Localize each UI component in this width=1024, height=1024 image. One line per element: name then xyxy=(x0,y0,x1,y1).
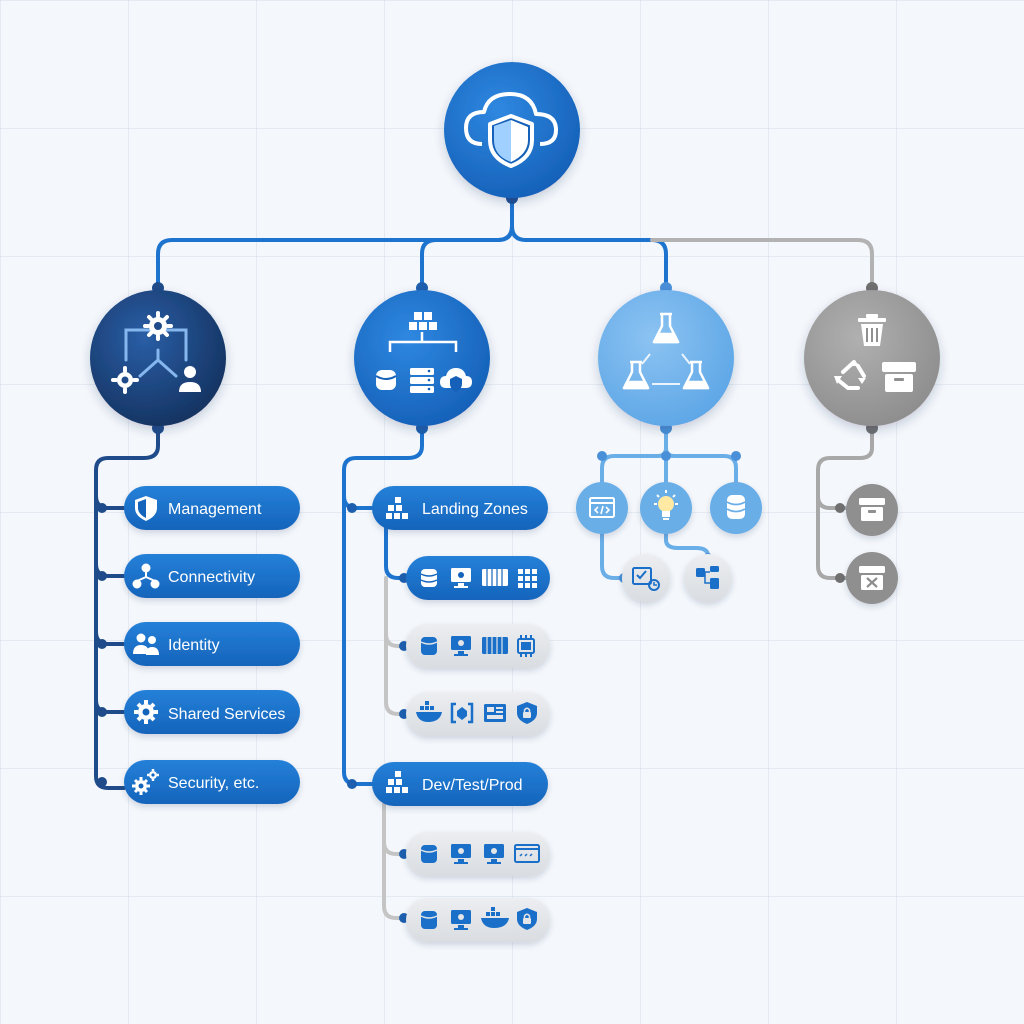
grid-icon xyxy=(518,569,537,588)
landing-zones-pill[interactable]: Landing Zones xyxy=(372,486,548,530)
root-to-sandbox-connector xyxy=(510,224,668,292)
decommissioned-child-delete[interactable] xyxy=(846,552,898,604)
root-to-landing-connector xyxy=(420,224,514,292)
security-label: Security, etc. xyxy=(168,775,259,792)
platform-node[interactable] xyxy=(90,290,226,426)
decommissioned-node[interactable] xyxy=(804,290,940,426)
flasks-icon xyxy=(622,312,710,390)
container-icon xyxy=(416,701,442,722)
landing-resource-row-1[interactable] xyxy=(406,556,550,600)
monitor-icon xyxy=(451,910,471,930)
sandbox-sub-right-connector xyxy=(664,532,710,560)
storage-icon xyxy=(482,637,508,654)
dev-resource-row-1[interactable] xyxy=(406,832,550,876)
sandbox-child-code[interactable] xyxy=(576,482,628,534)
sandbox-subchild-flow[interactable] xyxy=(684,554,732,602)
landing-zones-label: Landing Zones xyxy=(422,501,528,518)
gears-icon xyxy=(132,769,159,795)
code-window-icon xyxy=(514,844,540,863)
platform-items: Management Connectivity Identity xyxy=(124,486,300,804)
dev-test-prod-label: Dev/Test/Prod xyxy=(422,777,522,794)
connectivity-label: Connectivity xyxy=(168,569,255,586)
shield-icon xyxy=(135,496,157,521)
decommissioned-tick xyxy=(816,494,848,510)
shield-lock-icon xyxy=(517,908,537,930)
decommissioned-items xyxy=(846,484,898,604)
sandbox-subchild-checklist[interactable] xyxy=(622,554,670,602)
monitor-icon xyxy=(451,636,471,656)
shared-services-pill[interactable]: Shared Services xyxy=(124,690,300,734)
sandbox-node[interactable] xyxy=(598,290,734,426)
identity-pill[interactable]: Identity xyxy=(124,622,300,666)
devtest-sub-tick xyxy=(382,840,408,856)
storage-icon xyxy=(482,569,508,586)
landing-zones-node[interactable] xyxy=(354,290,490,426)
management-pill[interactable]: Management xyxy=(124,486,300,530)
root-node[interactable] xyxy=(444,62,580,198)
flow-diagram-icon xyxy=(696,566,719,589)
root-trunk-connector xyxy=(156,194,514,292)
landing-sub-tick-gray xyxy=(384,632,408,648)
dev-test-prod-pill[interactable]: Dev/Test/Prod xyxy=(372,762,548,806)
decommissioned-child-archive[interactable] xyxy=(846,484,898,536)
sandbox-sub-left-connector xyxy=(600,532,626,580)
cloud-shield-icon xyxy=(464,92,558,168)
code-brackets-icon xyxy=(450,702,474,724)
chip-icon xyxy=(517,635,535,657)
decommissioned-branch-connector xyxy=(816,426,874,580)
code-window-icon xyxy=(589,497,615,518)
checklist-chart-icon xyxy=(632,567,660,591)
lightbulb-icon xyxy=(654,490,678,520)
shield-lock-icon xyxy=(517,702,537,724)
monitor-icon xyxy=(451,844,471,864)
hierarchy-resources-icon xyxy=(375,312,472,393)
landing-sub-connector-blue xyxy=(384,526,408,580)
network-icon xyxy=(132,563,160,589)
monitor-icon xyxy=(484,844,504,864)
database-icon xyxy=(420,569,438,587)
archive-delete-icon xyxy=(859,566,885,590)
database-icon xyxy=(420,637,438,655)
landing-resource-row-3[interactable] xyxy=(406,692,550,736)
container-icon xyxy=(481,907,509,928)
management-label: Management xyxy=(168,501,262,518)
security-pill[interactable]: Security, etc. xyxy=(124,760,300,804)
landing-items: Landing Zones xyxy=(372,486,550,942)
database-icon xyxy=(420,845,438,863)
landing-resource-row-2[interactable] xyxy=(406,624,550,668)
dashboard-icon xyxy=(484,704,506,722)
root-to-decommissioned-connector xyxy=(650,238,874,292)
identity-label: Identity xyxy=(168,637,220,654)
sandbox-child-idea[interactable] xyxy=(640,482,692,534)
connectivity-pill[interactable]: Connectivity xyxy=(124,554,300,598)
trash-recycle-archive-icon xyxy=(834,314,916,392)
building-blocks-icon xyxy=(386,497,408,519)
devtest-sub-connector xyxy=(382,802,408,920)
users-icon xyxy=(133,633,159,655)
sandbox-branch-connector xyxy=(664,426,738,484)
sandbox-left-connector xyxy=(600,446,668,484)
building-blocks-icon xyxy=(386,771,408,793)
archive-box-icon xyxy=(859,498,885,521)
landing-branch-connector xyxy=(342,426,424,786)
sandbox-items xyxy=(576,482,762,602)
database-icon xyxy=(726,495,746,519)
connector-lines xyxy=(94,194,874,920)
landing-sub-connector-gray xyxy=(384,576,408,716)
shared-services-label: Shared Services xyxy=(168,706,285,723)
sandbox-child-database[interactable] xyxy=(710,482,762,534)
management-network-icon xyxy=(111,311,201,394)
gear-icon xyxy=(134,700,158,724)
database-icon xyxy=(420,911,438,929)
dev-resource-row-2[interactable] xyxy=(406,898,550,942)
monitor-icon xyxy=(451,568,471,588)
